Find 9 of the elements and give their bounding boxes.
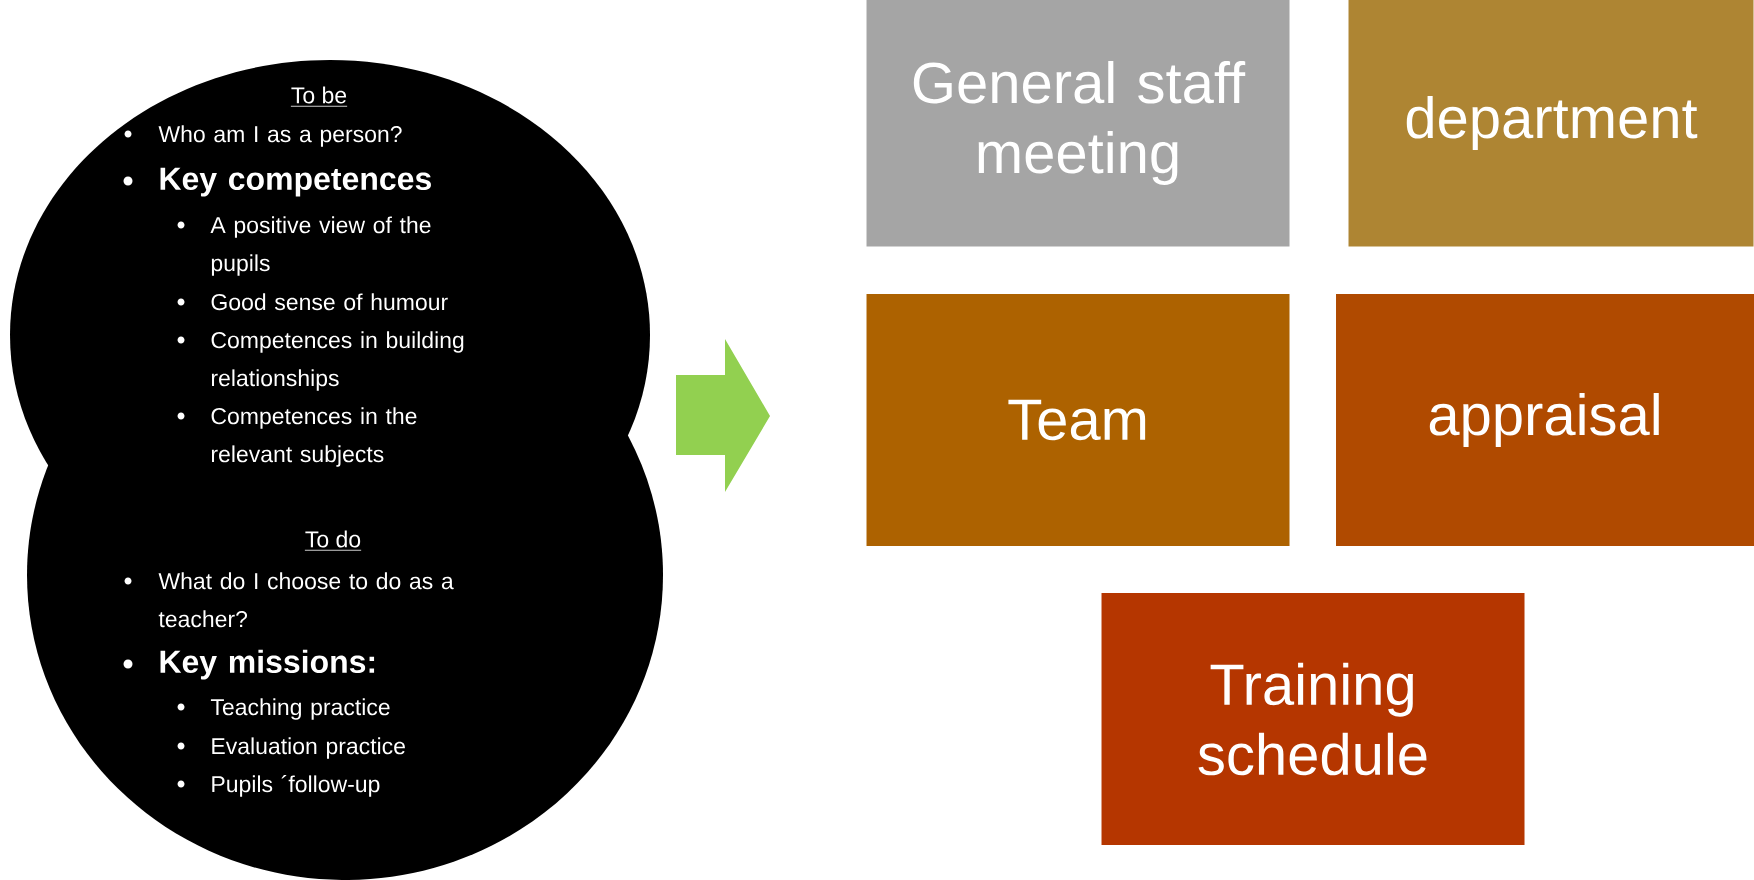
bullet-text: A positive view of the pupils (210, 216, 431, 276)
section-heading: To be (290, 86, 348, 107)
category-box: appraisal (1336, 294, 1754, 546)
category-box: Training schedule (1101, 593, 1525, 845)
category-box: Team (866, 294, 1290, 546)
bullet-text: Key competences (160, 167, 431, 197)
bullet-text: Who am I as a person? (158, 125, 402, 147)
category-box: General staff meeting (866, 0, 1290, 247)
category-box: department (1348, 0, 1754, 247)
